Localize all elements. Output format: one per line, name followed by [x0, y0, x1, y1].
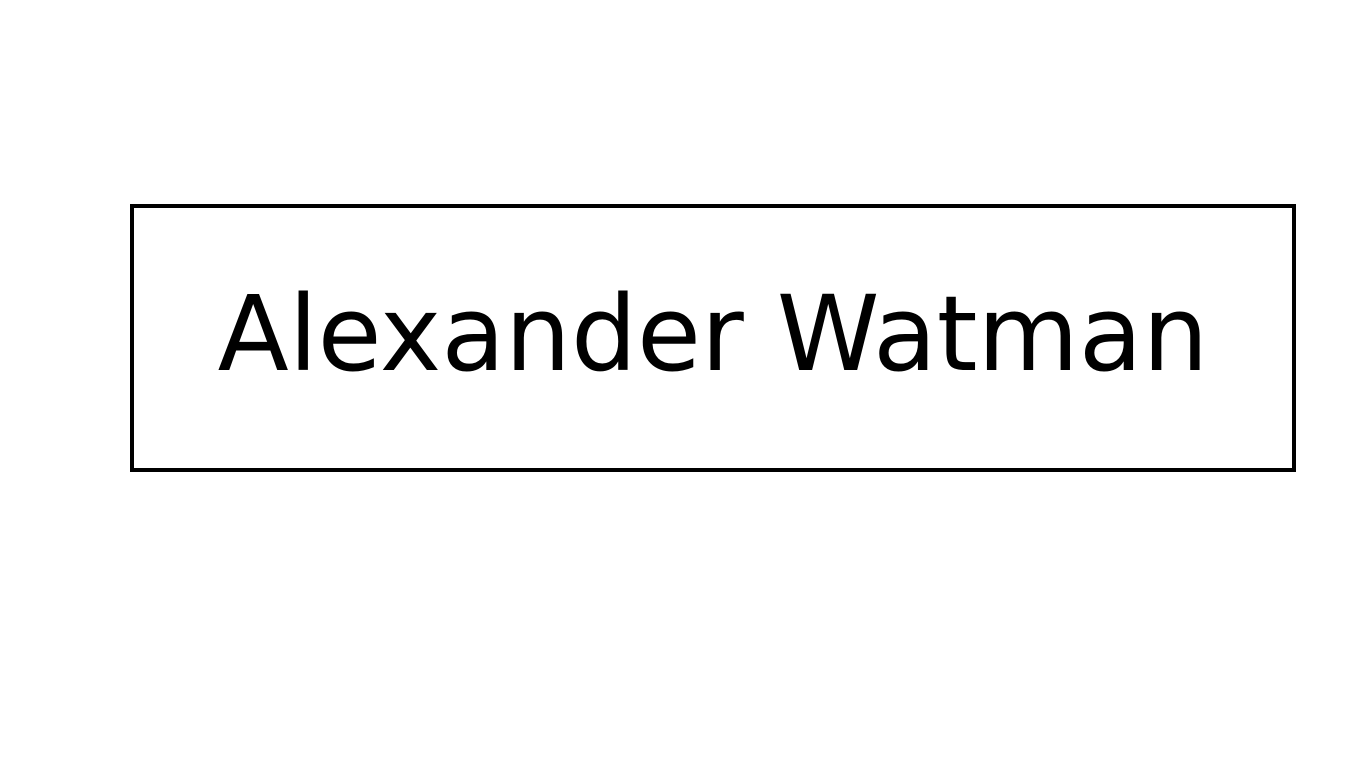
- logo-title: Alexander Watman: [217, 273, 1209, 395]
- logo-link[interactable]: Alexander Watman: [130, 204, 1296, 472]
